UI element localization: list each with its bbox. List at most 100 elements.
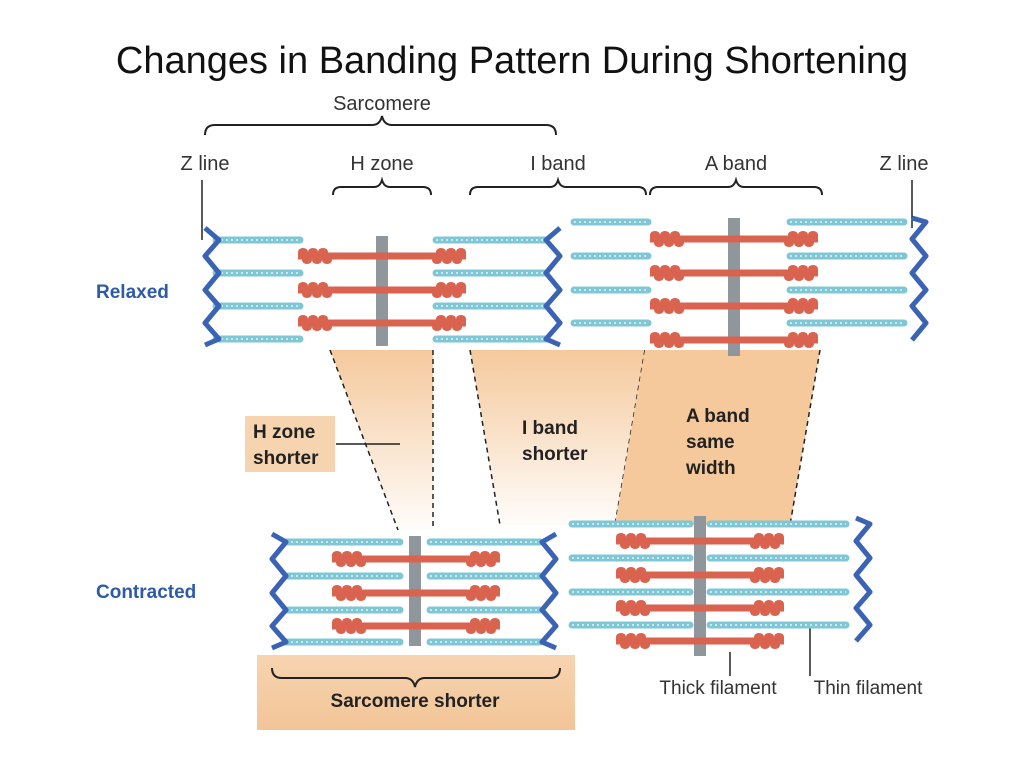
myosin-head [664, 306, 674, 314]
myosin-head [616, 633, 626, 641]
myosin-head [352, 551, 362, 559]
myosin-head [674, 340, 684, 348]
myosin-head [660, 298, 670, 306]
myosin-head [432, 290, 442, 298]
myosin-head [794, 273, 804, 281]
myosin-head [298, 315, 308, 323]
thin-filament-label: Thin filament [814, 678, 923, 699]
sarcomere-bracket [204, 115, 557, 136]
myosin-head [308, 315, 318, 323]
myosin-head [804, 239, 814, 247]
myosin-head [456, 315, 466, 323]
myosin-head [760, 575, 770, 583]
myosin-head [626, 567, 636, 575]
projection-a-band [615, 349, 821, 526]
sarcomere-shorter-label: Sarcomere shorter [331, 691, 501, 712]
myosin-head [670, 298, 680, 306]
myosin-head [664, 340, 674, 348]
myosin-head [318, 248, 328, 256]
myosin-head [490, 551, 500, 559]
myosin-head [442, 256, 452, 264]
myosin-head [466, 593, 476, 601]
myosin-head [630, 608, 640, 616]
myosin-head [660, 265, 670, 273]
myosin-head [764, 567, 774, 575]
z-line-left-label: Z line [181, 153, 230, 175]
myosin-head [616, 567, 626, 575]
myosin-head [664, 273, 674, 281]
myosin-head [788, 231, 798, 239]
myosin-head [626, 533, 636, 541]
myosin-head [784, 239, 794, 247]
myosin-head [636, 567, 646, 575]
myosin-head [764, 633, 774, 641]
myosin-head [616, 533, 626, 541]
myosin-head [476, 626, 486, 634]
contracted-label: Contracted [96, 582, 196, 603]
slide-title: Changes in Banding Pattern During Shorte… [115, 40, 909, 82]
myosin-head [774, 533, 784, 541]
myosin-head [436, 315, 446, 323]
myosin-head [754, 567, 764, 575]
myosin-head [470, 618, 480, 626]
myosin-head [674, 273, 684, 281]
thick-filament-label: Thick filament [659, 678, 777, 699]
myosin-head [764, 600, 774, 608]
myosin-head [486, 593, 496, 601]
myosin-head [640, 641, 650, 649]
myosin-head [804, 340, 814, 348]
myosin-head [640, 575, 650, 583]
myosin-head [794, 239, 804, 247]
myosin-head [808, 231, 818, 239]
myosin-head [788, 332, 798, 340]
myosin-head [770, 608, 780, 616]
a-band-same-label-line3: width [685, 458, 736, 479]
contracted-sarcomere-right [568, 515, 873, 656]
myosin-head [674, 239, 684, 247]
myosin-head [794, 306, 804, 314]
myosin-head [346, 559, 356, 567]
myosin-head [798, 231, 808, 239]
myosin-head [342, 585, 352, 593]
m-line [728, 218, 740, 356]
i-band-bracket [469, 176, 647, 196]
myosin-head [312, 290, 322, 298]
myosin-head [302, 323, 312, 331]
m-line [694, 516, 706, 656]
a-band-bracket [649, 176, 823, 196]
myosin-head [480, 618, 490, 626]
h-zone-shorter-label-line2: shorter [253, 448, 319, 469]
i-band-shorter-label-line1: I band [522, 418, 578, 439]
myosin-head [670, 332, 680, 340]
myosin-head [794, 340, 804, 348]
myosin-head [342, 551, 352, 559]
myosin-head [332, 618, 342, 626]
myosin-head [784, 306, 794, 314]
myosin-head [660, 332, 670, 340]
myosin-head [804, 273, 814, 281]
myosin-head [630, 575, 640, 583]
myosin-head [312, 256, 322, 264]
myosin-head [466, 626, 476, 634]
myosin-head [322, 290, 332, 298]
myosin-head [470, 551, 480, 559]
myosin-head [318, 282, 328, 290]
myosin-head [466, 559, 476, 567]
sarcomere-shorter-bracket [271, 667, 561, 688]
relaxed-sarcomere-left [202, 226, 563, 348]
myosin-head [760, 541, 770, 549]
a-band-label: A band [705, 153, 767, 175]
myosin-head [674, 306, 684, 314]
z-line [202, 226, 222, 348]
myosin-head [452, 323, 462, 331]
filament-layer [202, 215, 929, 656]
myosin-head [332, 585, 342, 593]
myosin-head [808, 332, 818, 340]
myosin-head [456, 282, 466, 290]
myosin-head [774, 600, 784, 608]
h-zone-shorter-label-line1: H zone [253, 422, 315, 443]
z-line [269, 531, 289, 651]
myosin-head [770, 641, 780, 649]
z-line [543, 226, 563, 348]
myosin-head [626, 633, 636, 641]
